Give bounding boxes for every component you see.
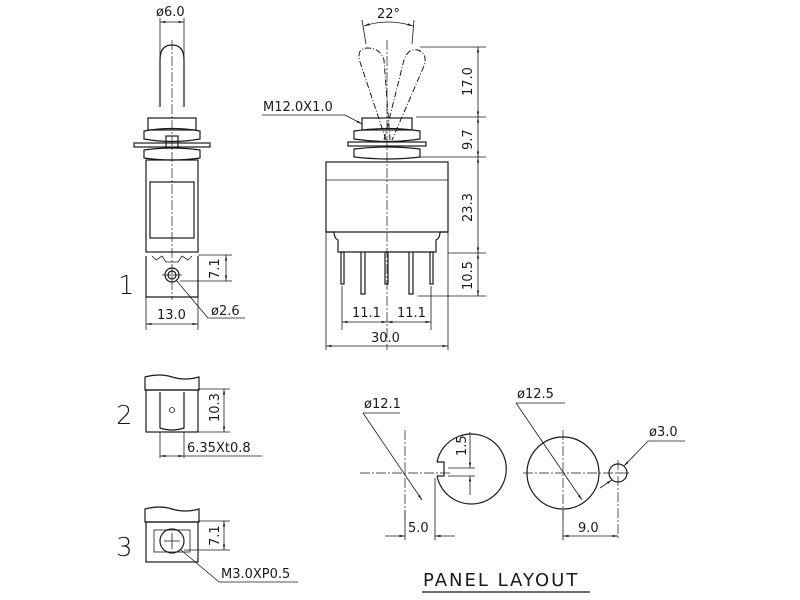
front-view: 22° M12.0X1.0 17.0 9.7 23.3 10.5 bbox=[262, 7, 486, 350]
terminal-2-tab-label: 6.35Xt0.8 bbox=[187, 441, 251, 456]
pin-length-label: 10.5 bbox=[461, 261, 476, 290]
terminal-2-view: 10.3 6.35Xt0.8 2 bbox=[116, 374, 262, 458]
hole1-diameter-label: ø12.1 bbox=[364, 397, 401, 412]
body-width-label: 30.0 bbox=[371, 331, 400, 346]
terminal-1-label: 1 bbox=[118, 271, 135, 301]
lever-height-label: 17.0 bbox=[461, 67, 476, 96]
lever-diameter-label: ø6.0 bbox=[156, 5, 185, 20]
terminal-2-label: 2 bbox=[116, 401, 133, 431]
terminal-hole-label: ø2.6 bbox=[211, 304, 240, 319]
panel-layout-title: PANEL LAYOUT bbox=[423, 570, 579, 591]
terminal-3-screw-label: M3.0XP0.5 bbox=[221, 567, 290, 582]
hole2-pin-diameter-label: ø3.0 bbox=[649, 425, 678, 440]
pin-pitch-left-label: 11.1 bbox=[352, 306, 381, 321]
terminal-width-label: 13.0 bbox=[157, 308, 186, 323]
thread-label: M12.0X1.0 bbox=[263, 100, 333, 115]
hole1-keyway-label: 1.5 bbox=[455, 435, 470, 456]
terminal-3-view: 7.1 M3.0XP0.5 3 bbox=[116, 506, 298, 583]
terminal-2-height-label: 10.3 bbox=[208, 393, 223, 422]
body-height-label: 23.3 bbox=[461, 193, 476, 222]
terminal-3-height-label: 7.1 bbox=[208, 525, 223, 546]
hole2-pin-offset-label: 9.0 bbox=[578, 521, 599, 536]
hole2-diameter-label: ø12.5 bbox=[517, 387, 554, 402]
terminal-3-label: 3 bbox=[116, 533, 133, 563]
pin-pitch-right-label: 11.1 bbox=[397, 306, 426, 321]
side-view: ø6.0 7.1 13.0 ø2.6 1 bbox=[118, 5, 245, 330]
bushing-height-label: 9.7 bbox=[461, 129, 476, 150]
terminal-hole-height-label: 7.1 bbox=[208, 258, 223, 279]
hole1-offset-label: 5.0 bbox=[408, 521, 429, 536]
panel-layout: ø12.1 1.5 5.0 ø12.5 ø3.0 9.0 PANEL LAYOU… bbox=[360, 387, 685, 593]
lever-angle-label: 22° bbox=[377, 7, 400, 22]
